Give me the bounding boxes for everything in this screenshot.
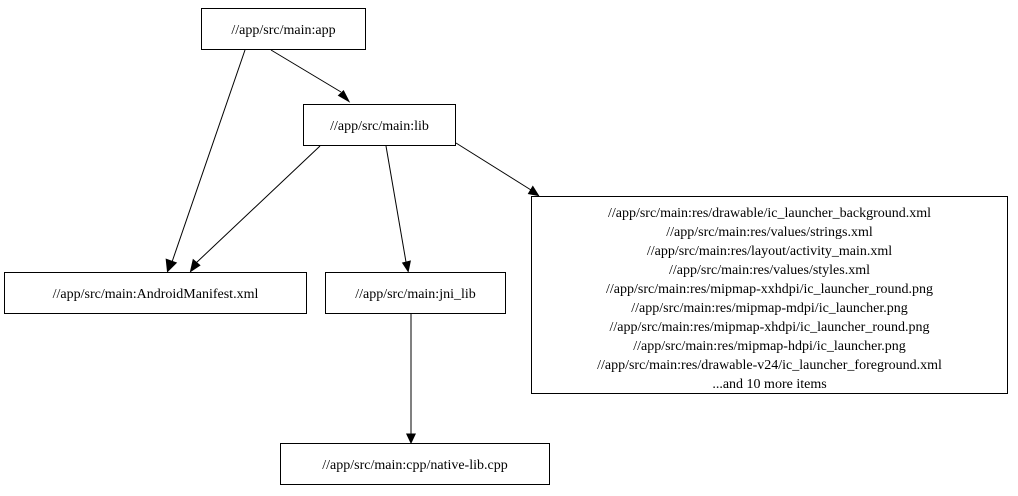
- arrowhead-icon: [189, 258, 201, 273]
- node-resources-line-3: //app/src/main:res/layout/activity_main.…: [647, 244, 892, 259]
- node-native_lib-box[interactable]: [280, 443, 550, 485]
- edge-lib-to-manifest: [189, 145, 321, 273]
- node-lib[interactable]: //app/src/main:lib: [303, 104, 456, 146]
- edge-line: [171, 49, 246, 263]
- edge-line: [270, 49, 342, 93]
- arrowhead-icon: [401, 260, 411, 273]
- node-lib-box[interactable]: [303, 104, 456, 146]
- edge-lib-to-resources: [455, 142, 540, 197]
- node-resources-line-7: //app/src/main:res/mipmap-xhdpi/ic_launc…: [610, 320, 930, 335]
- node-resources-line-9: //app/src/main:res/drawable-v24/ic_launc…: [597, 358, 942, 373]
- node-resources[interactable]: //app/src/main:res/drawable/ic_launcher_…: [531, 196, 1008, 394]
- node-jni_lib-label: //app/src/main:jni_lib: [355, 287, 476, 302]
- arrowhead-icon: [527, 185, 540, 197]
- node-native_lib-label: //app/src/main:cpp/native-lib.cpp: [322, 458, 507, 473]
- arrowhead-icon: [165, 258, 178, 273]
- edge-line: [455, 142, 532, 191]
- node-app[interactable]: //app/src/main:app: [201, 8, 366, 50]
- node-resources-line-2: //app/src/main:res/values/strings.xml: [666, 225, 873, 240]
- edge-jni_lib-to-native_lib: [406, 313, 416, 445]
- node-resources-line-10: ...and 10 more items: [712, 377, 826, 392]
- node-jni_lib[interactable]: //app/src/main:jni_lib: [325, 272, 506, 314]
- arrowhead-icon: [337, 89, 351, 103]
- edge-app-to-lib: [270, 49, 351, 103]
- edge-line: [195, 145, 321, 264]
- arrowhead-icon: [406, 433, 416, 445]
- edge-line: [385, 145, 407, 263]
- node-lib-label: //app/src/main:lib: [330, 119, 429, 134]
- node-resources-line-5: //app/src/main:res/mipmap-xxhdpi/ic_laun…: [606, 282, 933, 297]
- node-jni_lib-box[interactable]: [325, 272, 506, 314]
- node-resources-line-4: //app/src/main:res/values/styles.xml: [669, 263, 870, 278]
- node-manifest-label: //app/src/main:AndroidManifest.xml: [53, 287, 259, 302]
- node-resources-line-8: //app/src/main:res/mipmap-hdpi/ic_launch…: [633, 339, 906, 354]
- node-layer: //app/src/main:app //app/src/main:lib //…: [4, 8, 1008, 485]
- edge-lib-to-jni_lib: [385, 145, 411, 273]
- edge-layer: [165, 49, 540, 445]
- edge-app-to-manifest: [165, 49, 246, 273]
- node-resources-line-1: //app/src/main:res/drawable/ic_launcher_…: [608, 206, 931, 221]
- node-manifest[interactable]: //app/src/main:AndroidManifest.xml: [4, 272, 307, 314]
- node-resources-line-6: //app/src/main:res/mipmap-mdpi/ic_launch…: [631, 301, 907, 316]
- node-manifest-box[interactable]: [4, 272, 307, 314]
- node-native_lib[interactable]: //app/src/main:cpp/native-lib.cpp: [280, 443, 550, 485]
- node-app-box[interactable]: [201, 8, 366, 50]
- node-app-label: //app/src/main:app: [231, 23, 335, 38]
- node-resources-box[interactable]: [531, 196, 1008, 394]
